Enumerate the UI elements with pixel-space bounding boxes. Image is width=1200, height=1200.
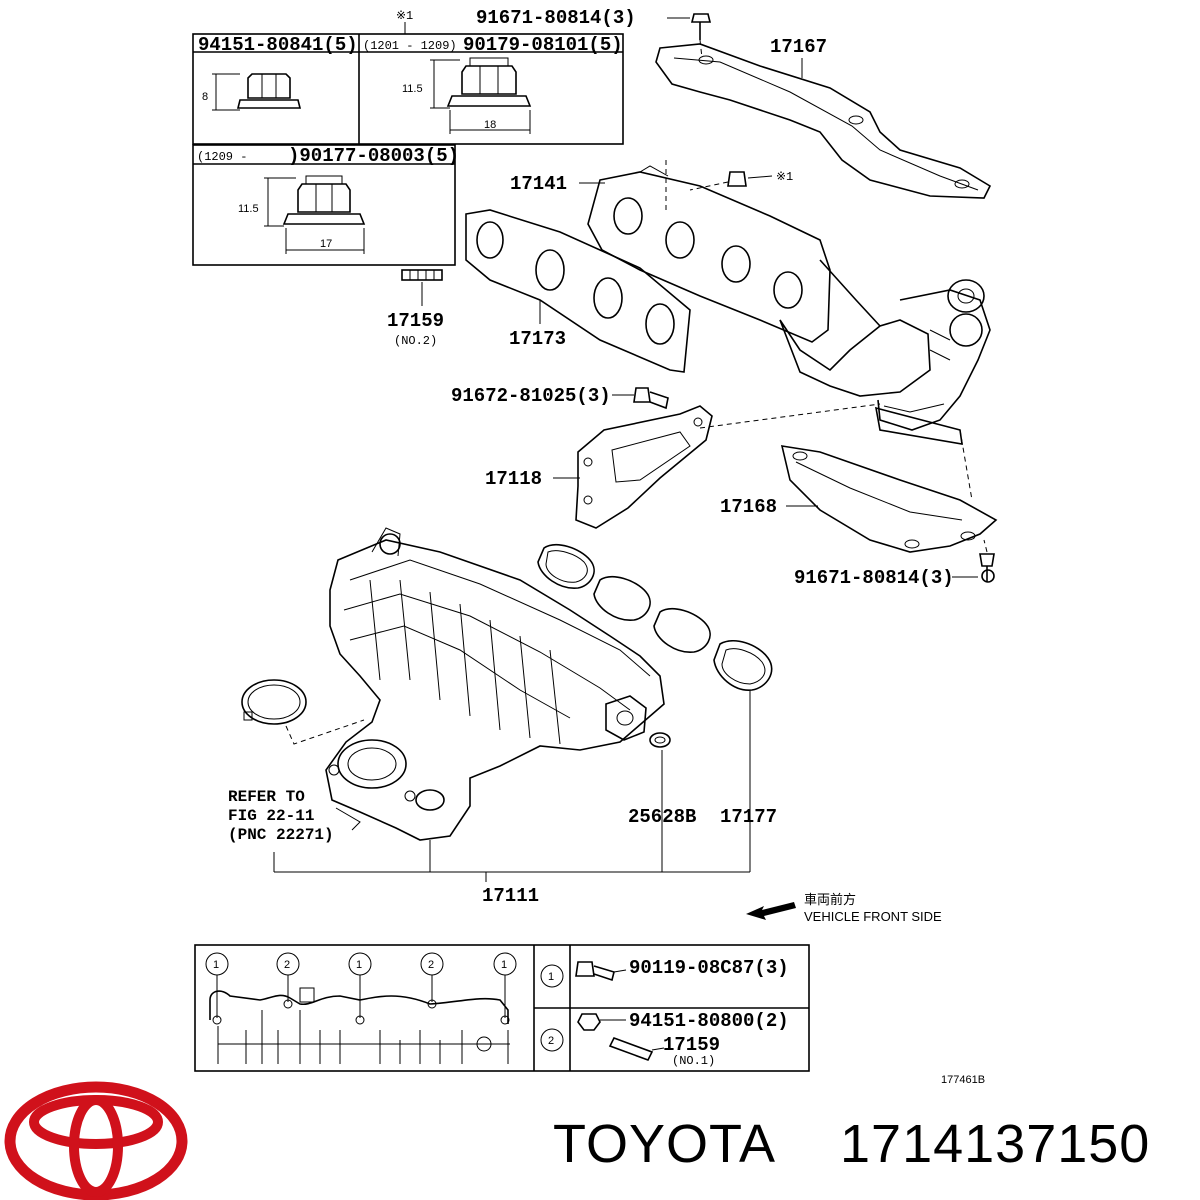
svg-text:1: 1 [213, 959, 219, 971]
vehicle-front-arrow-icon [746, 902, 796, 920]
nut1-part-label: 94151-80841(5) [198, 34, 358, 56]
mark-note: ※1 [396, 9, 413, 23]
callout-17173: 17173 [509, 328, 566, 350]
flange-nut-2-drawing: 11.5 18 [402, 57, 532, 134]
part-number: 1714137150 [840, 1114, 1150, 1174]
refer-line2: FIG 22-11 [228, 807, 314, 825]
nut2-height-dim: 11.5 [402, 83, 423, 95]
row1-part-label: 90119-08C87(3) [629, 957, 789, 979]
toyota-logo [4, 1081, 188, 1200]
flange-nut-1-drawing: 8 [202, 73, 302, 111]
manifold-stay-drawing [575, 405, 713, 529]
nut-row2-drawing [577, 1013, 626, 1031]
intake-manifold-drawing [325, 527, 665, 841]
legend-circle-2: 2 [548, 1035, 554, 1047]
nut-mark-drawing [689, 171, 773, 191]
callout-25628b: 25628B [628, 806, 696, 828]
bolt-stay-drawing [612, 387, 669, 410]
fastener-table: 1 2 1 2 1 1 2 [194, 944, 810, 1072]
nut3-part-label: )90177-08003(5) [288, 145, 459, 167]
callout-mark-small: ※1 [776, 170, 793, 184]
stud-no2-drawing [401, 269, 443, 306]
svg-text:1: 1 [356, 959, 362, 971]
callout-bracket-17111 [273, 690, 751, 882]
refer-line3: (PNC 22271) [228, 826, 334, 844]
marker-2a: 2 [276, 952, 300, 1009]
stud-row2-drawing [608, 1037, 665, 1061]
intake-gasket-drawing [537, 544, 773, 691]
nut3-width-dim: 17 [320, 238, 332, 250]
flange-nut-3-drawing: 11.5 17 [238, 175, 366, 254]
brand-name: TOYOTA [553, 1114, 776, 1174]
callout-17159-no2-note: (NO.2) [394, 334, 437, 348]
marker-1c: 1 [493, 952, 517, 1025]
marker-1b: 1 [348, 952, 372, 1025]
callout-17167: 17167 [770, 36, 827, 58]
svg-text:1: 1 [501, 959, 507, 971]
svg-text:2: 2 [428, 959, 434, 971]
small-gasket-drawing [649, 732, 671, 748]
marker-2b: 2 [420, 952, 444, 1009]
callout-17118: 17118 [485, 468, 542, 490]
nut3-height-dim: 11.5 [238, 203, 259, 215]
svg-text:2: 2 [284, 959, 290, 971]
vehicle-front-en: VEHICLE FRONT SIDE [804, 909, 942, 924]
figure-code: 177461B [941, 1074, 985, 1086]
nut2-range-label: (1201 - 1209) [363, 39, 457, 53]
nut2-width-dim: 18 [484, 119, 496, 131]
heat-insulator-lower-drawing [780, 445, 998, 553]
exhaust-gasket-drawing [465, 209, 691, 373]
nut3-range-label: (1209 - [197, 150, 247, 164]
marker-1a: 1 [205, 952, 229, 1025]
heat-insulator-upper-drawing [655, 43, 992, 199]
legend-circle-1: 1 [548, 971, 554, 983]
callout-bolt-stay: 91672-81025(3) [451, 385, 611, 407]
callout-17111: 17111 [482, 885, 539, 907]
throttle-gasket-drawing [241, 679, 307, 725]
bolt-row1-drawing [575, 961, 627, 982]
callout-bolt-top: 91671-80814(3) [476, 7, 636, 29]
nut-spec-inset: 94151-80841(5) (1201 - 1209) 90179-08101… [192, 9, 624, 266]
bolt-lower-drawing [952, 539, 995, 583]
callout-17159-no2: 17159 [387, 310, 444, 332]
row2-part-label: 94151-80800(2) [629, 1010, 789, 1032]
callout-17168: 17168 [720, 496, 777, 518]
callout-bolt-lower: 91671-80814(3) [794, 567, 954, 589]
nut2-part-label: 90179-08101(5) [463, 34, 623, 56]
vehicle-front-jp: 車両前方 [804, 892, 856, 907]
bolt-top-drawing [667, 13, 712, 59]
callout-17141: 17141 [510, 173, 567, 195]
nut1-height-dim: 8 [202, 91, 208, 103]
refer-line1: REFER TO [228, 788, 305, 806]
row2-stud-note: (NO.1) [672, 1054, 715, 1068]
row2-stud-label: 17159 [663, 1034, 720, 1056]
callout-17177: 17177 [720, 806, 777, 828]
